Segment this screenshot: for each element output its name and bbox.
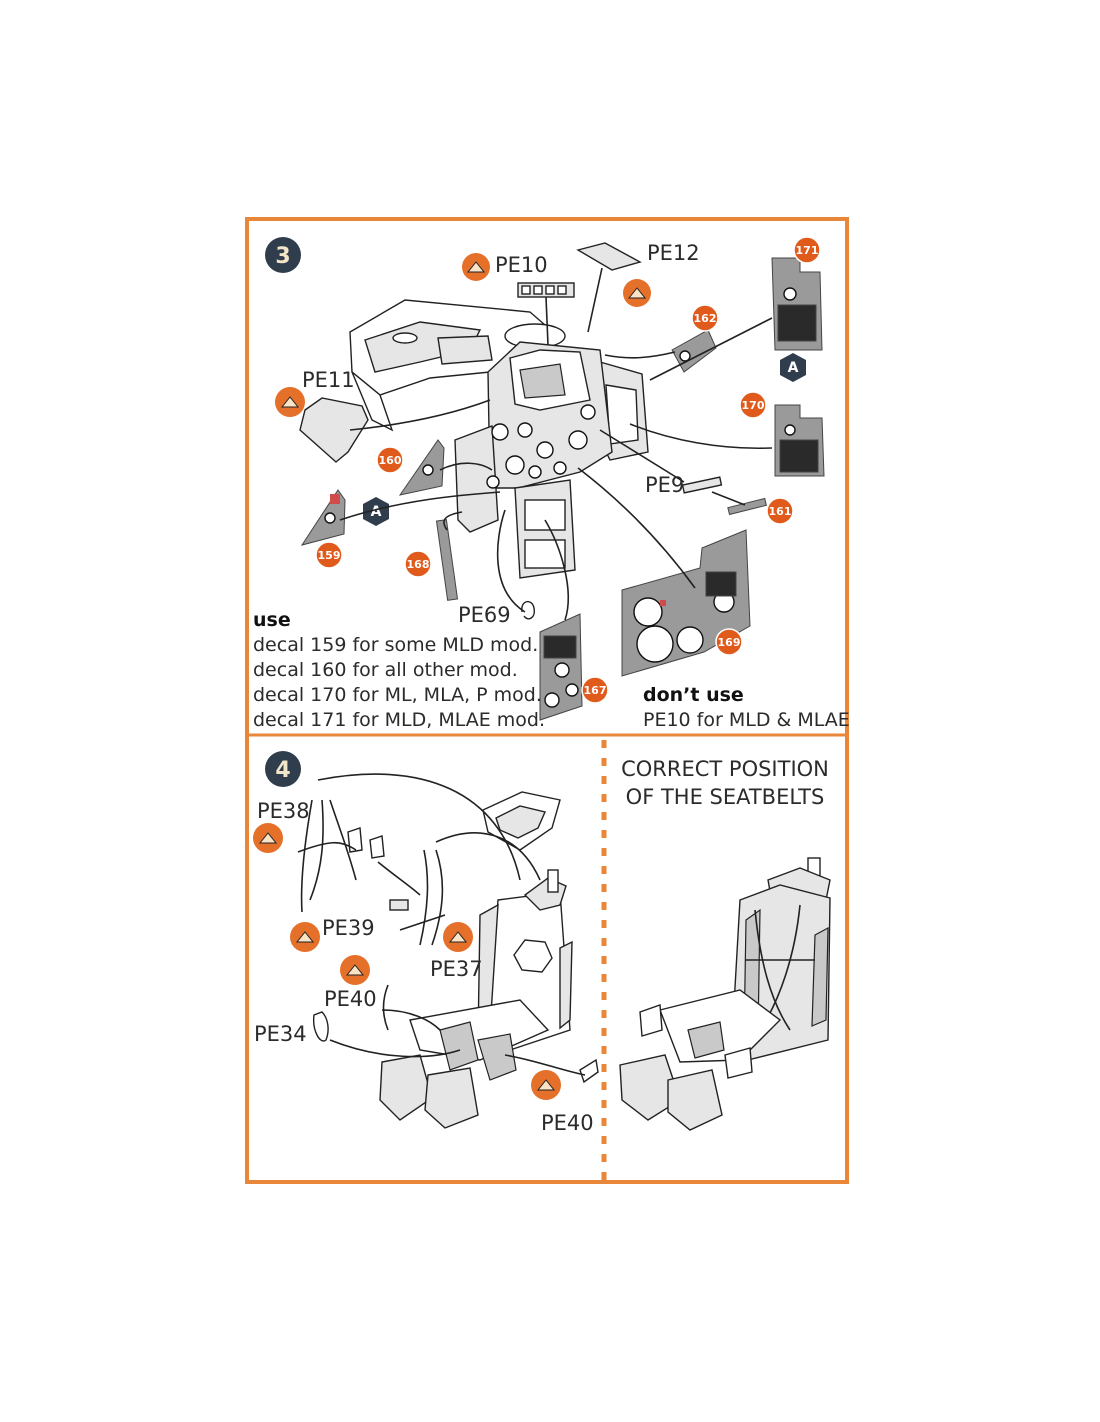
assembled-seat-drawing — [619, 857, 831, 1131]
etch-icon — [340, 955, 370, 985]
label-pe69: PE69 — [458, 603, 511, 627]
decal-162-panel — [671, 329, 717, 373]
decal-badge-159: 159 — [315, 541, 343, 569]
label-pe10: PE10 — [495, 253, 548, 277]
label-pe9: PE9 — [645, 473, 684, 497]
seatbelt-parts — [300, 799, 599, 1084]
step-3-section: 3 — [253, 236, 850, 731]
leader-lines-step4 — [297, 773, 586, 1076]
decal-160-panel — [398, 439, 445, 496]
decal-159-panel — [300, 489, 346, 546]
etch-icon — [253, 823, 283, 853]
svg-text:167: 167 — [584, 684, 607, 697]
use-line-1: decal 159 for some MLD mod. — [253, 634, 538, 656]
step-4-circle — [265, 751, 301, 787]
svg-text:161: 161 — [769, 505, 792, 518]
use-line-4: decal 171 for MLD, MLAE mod. — [253, 709, 545, 731]
svg-text:159: 159 — [318, 549, 341, 562]
etch-icon — [443, 922, 473, 952]
svg-text:A: A — [788, 360, 799, 376]
etch-icon — [623, 279, 651, 307]
step-3-circle — [265, 237, 301, 273]
decal-badge-161: 161 — [766, 497, 794, 525]
correct-title-line-2: OF THE SEATBELTS — [626, 785, 825, 809]
decal-badge-162: 162 — [691, 304, 719, 332]
label-pe38: PE38 — [257, 799, 310, 823]
etch-icon — [290, 922, 320, 952]
use-line-3: decal 170 for ML, MLA, P mod. — [253, 684, 542, 706]
pe9-part — [681, 476, 723, 494]
decal-badge-160: 160 — [376, 446, 404, 474]
use-heading: use — [253, 609, 291, 631]
label-pe12: PE12 — [647, 241, 700, 265]
option-a-marker: A — [780, 353, 806, 382]
etch-icon — [275, 387, 305, 417]
pe10-part — [517, 282, 575, 298]
svg-text:A: A — [371, 504, 382, 520]
decal-badge-171: 171 — [793, 236, 821, 264]
option-a-marker: A — [363, 497, 389, 526]
leader-lines-step3 — [339, 267, 773, 621]
decal-168-strip — [435, 519, 459, 601]
step-4-section: 4 — [253, 751, 831, 1135]
svg-text:160: 160 — [379, 454, 402, 467]
decal-171-panel — [771, 257, 823, 351]
decal-167-panel — [539, 613, 583, 721]
svg-text:169: 169 — [718, 636, 741, 649]
instruction-frame — [245, 217, 849, 1184]
decal-badge-170: 170 — [739, 391, 767, 419]
etch-icon — [531, 1070, 561, 1100]
svg-text:168: 168 — [407, 558, 430, 571]
label-pe37: PE37 — [430, 957, 483, 981]
pe12-part — [576, 242, 642, 271]
pe69-part — [521, 601, 536, 620]
ejection-seat-exploded — [379, 791, 573, 1129]
etch-icon — [462, 253, 490, 281]
label-pe40-b: PE40 — [541, 1111, 594, 1135]
label-pe34: PE34 — [254, 1022, 307, 1046]
label-pe11: PE11 — [302, 368, 355, 392]
svg-text:171: 171 — [796, 244, 819, 257]
label-pe39: PE39 — [322, 916, 375, 940]
decal-badge-167: 167 — [581, 676, 609, 704]
dont-use-line: PE10 for MLD & MLAE — [643, 709, 850, 731]
use-line-2: decal 160 for all other mod. — [253, 659, 518, 681]
svg-text:162: 162 — [694, 312, 717, 325]
decal-badge-168: 168 — [404, 550, 432, 578]
decal-badge-169: 169 — [715, 628, 743, 656]
decal-161-strip — [727, 497, 768, 516]
label-pe40-a: PE40 — [324, 987, 377, 1011]
correct-title-line-1: CORRECT POSITION — [621, 757, 829, 781]
dont-use-heading: don’t use — [643, 684, 744, 706]
decal-170-panel — [774, 404, 825, 477]
pe11-part — [299, 397, 369, 463]
step-4-number: 4 — [275, 758, 290, 783]
step-3-number: 3 — [275, 244, 290, 269]
svg-text:170: 170 — [742, 399, 765, 412]
